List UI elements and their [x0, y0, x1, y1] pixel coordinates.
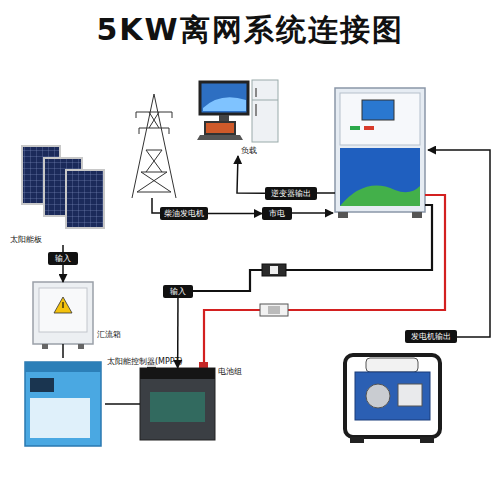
node-label: 太阳能控制器(MPPT) — [107, 358, 183, 367]
generator — [345, 355, 440, 443]
fuse — [268, 306, 280, 314]
battery — [140, 362, 215, 440]
label-tag: 输入 — [163, 285, 193, 298]
power-tower — [132, 94, 176, 198]
node-label: 输入 — [170, 288, 186, 296]
charge-controller — [25, 362, 101, 446]
load-devices — [206, 123, 234, 133]
battery — [140, 368, 215, 440]
node-label: 汇流箱 — [97, 331, 121, 340]
load-devices — [204, 121, 236, 135]
connector — [62, 265, 64, 282]
inverter-cabinet — [340, 148, 420, 206]
fuse — [260, 304, 288, 316]
diagram-title: 5KW离网系统连接图 — [0, 10, 500, 51]
node-label: 输入 — [55, 255, 71, 263]
solar-panel-array: 太阳能板 — [8, 140, 118, 245]
charge-controller: 太阳能控制器(MPPT) — [21, 358, 105, 450]
inverter-cabinet — [412, 212, 422, 218]
battery-bank: 电池组 — [140, 368, 215, 440]
load-group: 负载 — [195, 78, 283, 156]
grid-wire — [152, 198, 160, 213]
node-label: 负载 — [241, 147, 257, 156]
load-devices — [200, 82, 248, 114]
node-label: 电池组 — [218, 368, 242, 377]
combiner-box — [54, 297, 72, 313]
generator — [350, 437, 364, 443]
combiner-box — [33, 282, 93, 344]
generator — [366, 384, 390, 408]
node-label: 发电机输出 — [411, 333, 451, 341]
breaker — [262, 264, 286, 276]
charge-controller — [30, 398, 90, 438]
solar-panels — [66, 170, 104, 228]
label-tag: 发电机输出 — [405, 330, 457, 343]
inverter-cabinet — [340, 186, 420, 206]
node-label: 柴油发电机 — [164, 210, 204, 218]
combiner-box — [78, 344, 84, 349]
load-devices — [252, 100, 278, 101]
label-tag: 市电 — [262, 207, 292, 220]
battery — [140, 368, 215, 379]
solar-panels — [22, 146, 104, 228]
inverter-cabinet — [350, 126, 360, 130]
generator — [366, 358, 418, 372]
inverter-cabinet — [335, 88, 425, 218]
node-label: 市电 — [269, 210, 285, 218]
generator — [345, 355, 440, 437]
breaker — [270, 266, 278, 274]
inverter-cabinet — [362, 100, 394, 120]
generator — [398, 384, 422, 406]
connector — [62, 344, 64, 358]
generator — [420, 437, 434, 443]
battery — [150, 392, 205, 422]
output-wire — [317, 192, 335, 194]
connector — [237, 156, 265, 193]
charge-controller — [25, 362, 101, 372]
connector — [208, 213, 262, 215]
power-tower — [137, 112, 171, 192]
inverter-cabinet — [340, 93, 420, 145]
label-tag: 柴油发电机 — [160, 207, 208, 220]
negative-wire — [193, 205, 432, 291]
load-devices — [252, 80, 278, 142]
combiner-box — [62, 302, 63, 308]
load-devices — [255, 88, 257, 97]
connector — [62, 245, 64, 252]
connector — [105, 403, 140, 405]
load-devices — [219, 115, 229, 121]
combiner-box: 汇流箱 — [33, 282, 93, 344]
load-devices — [203, 97, 246, 111]
label-tag: 逆变器输出 — [265, 187, 317, 200]
fuse — [260, 304, 288, 316]
load-devices — [255, 104, 257, 116]
power-tower — [136, 112, 172, 134]
node-label: 太阳能板 — [10, 236, 42, 245]
charge-controller — [30, 378, 54, 392]
power-tower — [132, 94, 176, 198]
label-tag: 输入 — [48, 252, 78, 265]
combiner-box — [33, 282, 93, 349]
power-tower — [136, 112, 172, 192]
inverter-cabinet — [338, 212, 348, 218]
grid-wire — [292, 212, 333, 214]
generator — [355, 372, 430, 420]
inverter-cabinet — [335, 88, 425, 212]
charge-controller — [25, 362, 101, 446]
combiner-box — [42, 344, 48, 349]
load-devices — [197, 80, 278, 142]
combiner-box — [39, 288, 87, 332]
load-devices — [197, 135, 243, 140]
inverter-cabinet — [364, 126, 374, 130]
breaker — [262, 264, 286, 276]
battery — [199, 362, 208, 368]
node-label: 逆变器输出 — [271, 190, 311, 198]
